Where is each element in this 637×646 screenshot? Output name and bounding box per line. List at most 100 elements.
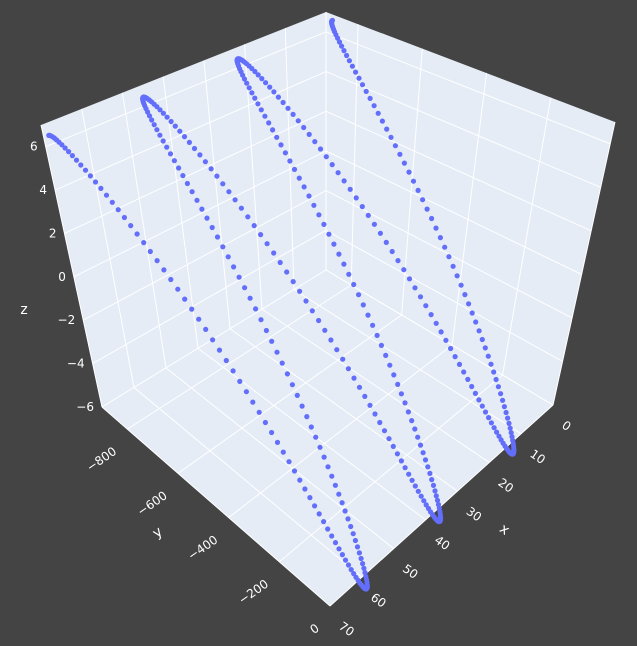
- data-point: [394, 451, 400, 457]
- z-axis-title: z: [20, 302, 27, 318]
- data-point: [390, 443, 396, 449]
- data-point: [476, 397, 482, 403]
- data-point: [409, 477, 415, 483]
- grid-line: [325, 150, 582, 275]
- data-point: [325, 464, 331, 470]
- data-point: [383, 352, 389, 358]
- data-point: [149, 117, 155, 123]
- data-point: [168, 276, 174, 283]
- data-point: [290, 111, 296, 117]
- data-point: [313, 434, 319, 440]
- data-point: [175, 286, 181, 292]
- grid-line: [121, 92, 167, 368]
- data-point: [290, 279, 296, 285]
- grid-line: [325, 31, 611, 145]
- data-point: [386, 436, 392, 442]
- data-point: [214, 173, 220, 179]
- data-point: [488, 361, 494, 367]
- data-point: [151, 122, 157, 128]
- data-point: [336, 251, 342, 257]
- data-point: [258, 232, 264, 238]
- data-point: [263, 327, 269, 334]
- data-point: [306, 131, 312, 137]
- data-point: [103, 192, 110, 198]
- data-point: [306, 193, 312, 199]
- data-point: [506, 420, 512, 426]
- data-point: [46, 132, 52, 138]
- data-point: [154, 258, 160, 264]
- z-tick-label: 0: [58, 270, 66, 284]
- data-point: [401, 160, 407, 166]
- data-point: [371, 103, 377, 109]
- z-tick-label: −2: [58, 313, 76, 327]
- data-point: [264, 241, 270, 247]
- data-point: [157, 132, 163, 138]
- data-point: [286, 459, 292, 465]
- scene-grid: [40, 12, 616, 607]
- data-point: [466, 301, 472, 307]
- data-point: [412, 483, 418, 489]
- data-point: [202, 159, 208, 165]
- data-point: [491, 369, 497, 375]
- z-tick-label: −6: [76, 400, 94, 414]
- data-point: [347, 186, 353, 192]
- data-point: [161, 267, 167, 273]
- data-point: [255, 101, 261, 107]
- data-point: [66, 149, 72, 155]
- data-point: [421, 498, 427, 504]
- data-point: [433, 320, 439, 326]
- data-point: [392, 143, 398, 149]
- data-point: [317, 444, 323, 450]
- data-point: [448, 345, 454, 352]
- data-point: [246, 85, 252, 91]
- data-point: [372, 411, 378, 417]
- data-point: [98, 185, 104, 191]
- data-point: [274, 134, 280, 140]
- data-point: [303, 298, 309, 304]
- data-point: [359, 204, 365, 210]
- grid-line: [133, 387, 363, 578]
- data-point: [197, 152, 203, 158]
- data-point: [255, 72, 261, 78]
- data-point: [186, 139, 192, 145]
- data-point: [275, 94, 281, 100]
- data-point: [78, 162, 84, 168]
- data-point: [307, 495, 313, 501]
- data-point: [168, 118, 174, 125]
- data-point: [341, 261, 347, 267]
- data-point: [356, 550, 362, 556]
- data-point: [469, 383, 475, 390]
- data-point: [402, 465, 408, 471]
- data-point: [230, 368, 236, 374]
- data-point: [322, 327, 328, 333]
- data-point: [226, 189, 232, 195]
- data-point: [388, 134, 394, 140]
- data-point: [247, 295, 253, 301]
- grid-line: [203, 60, 231, 329]
- data-point: [321, 519, 327, 525]
- grid-line: [502, 97, 552, 376]
- data-point: [336, 546, 342, 552]
- grid-line: [261, 308, 490, 463]
- data-point: [160, 138, 166, 144]
- data-point: [236, 274, 242, 280]
- data-point: [141, 240, 147, 246]
- data-point: [402, 400, 408, 406]
- data-point: [147, 248, 153, 255]
- data-point: [253, 306, 259, 312]
- data-point: [326, 231, 332, 237]
- data-point: [433, 493, 439, 499]
- data-point: [82, 167, 89, 173]
- data-point: [274, 439, 281, 445]
- data-point: [335, 170, 341, 176]
- data-point: [267, 84, 273, 90]
- data-point: [225, 254, 231, 260]
- data-point: [505, 415, 511, 421]
- grid-line: [81, 108, 135, 388]
- data-point: [345, 516, 351, 522]
- data-point: [433, 225, 439, 231]
- data-point: [304, 414, 310, 420]
- data-point: [410, 178, 417, 184]
- data-point: [69, 153, 75, 159]
